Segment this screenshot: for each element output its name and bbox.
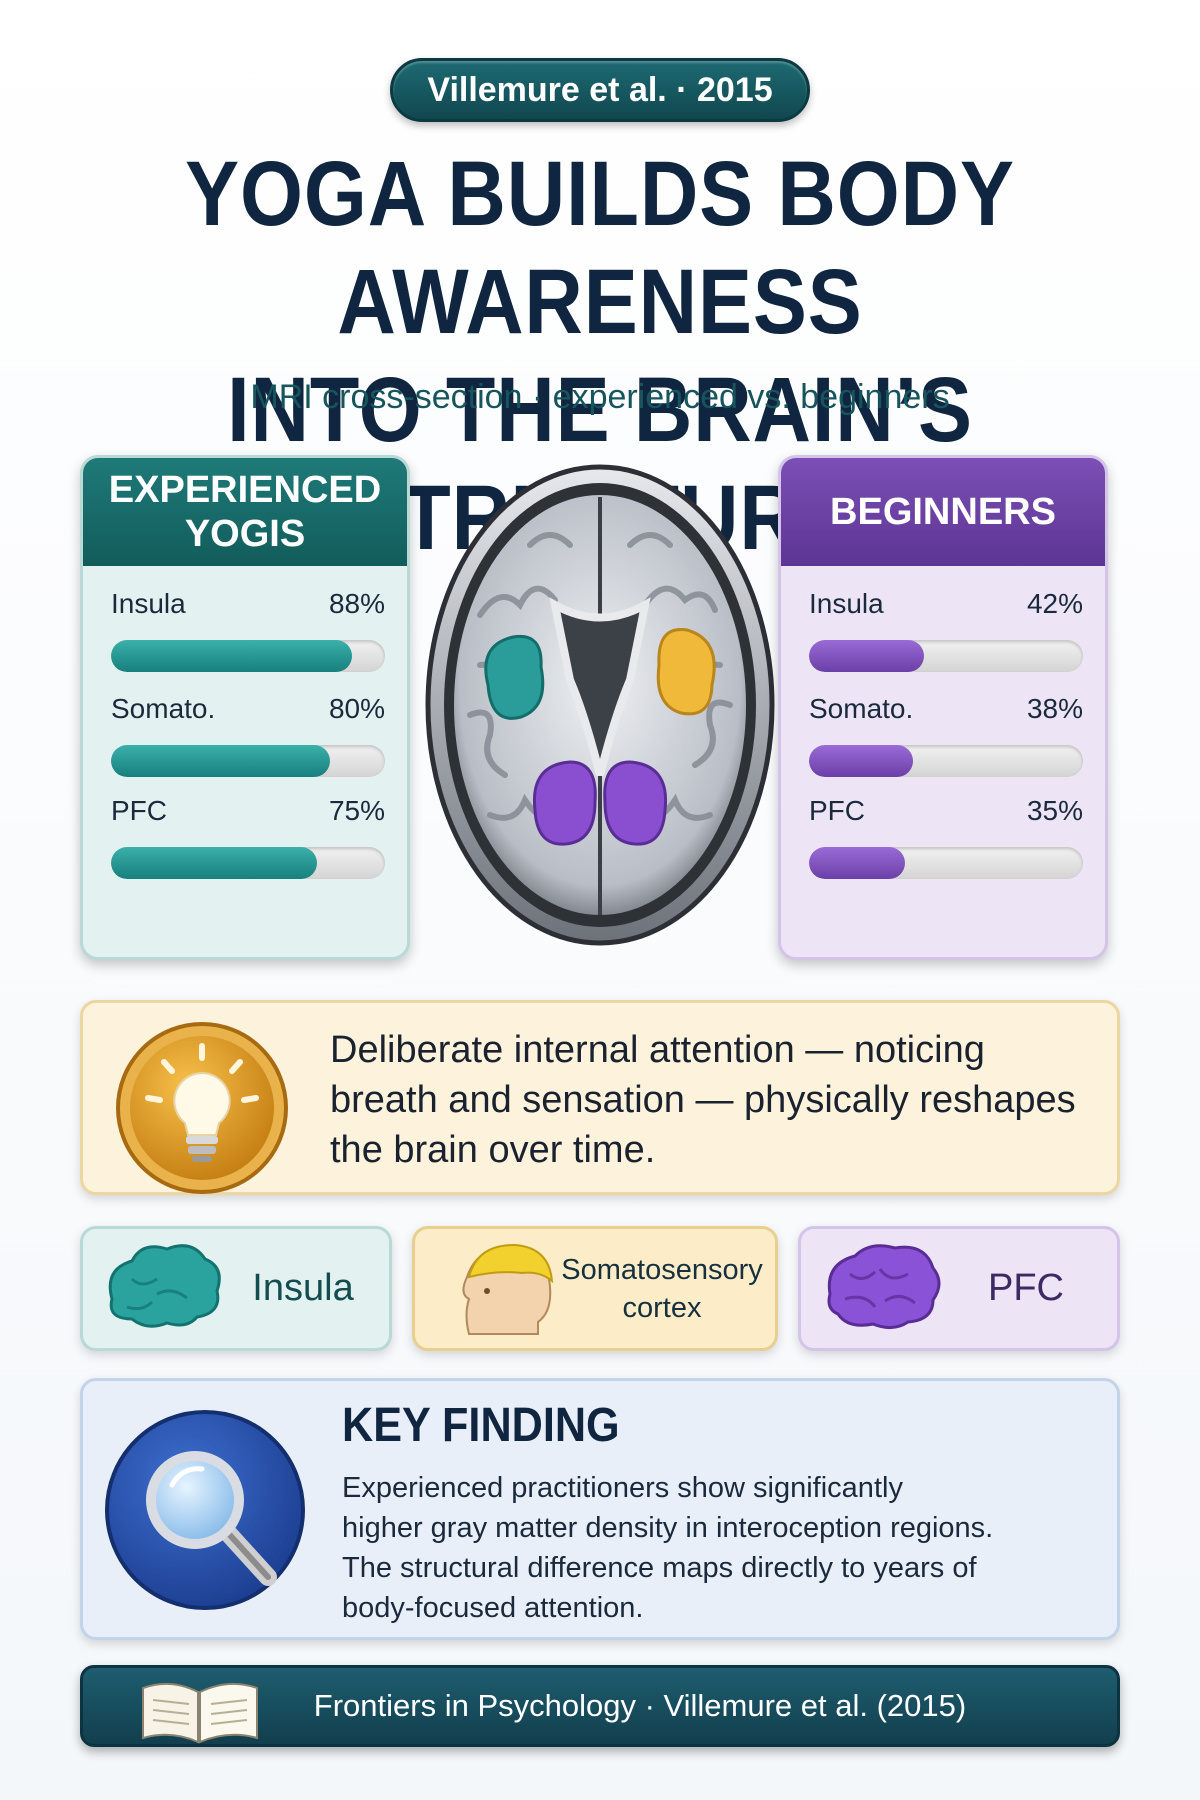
region-chip-somatosensory: Somatosensory cortex xyxy=(412,1226,778,1351)
region-chip-insula: Insula xyxy=(80,1226,392,1351)
open-book-icon xyxy=(142,1682,258,1744)
progress-bar xyxy=(809,640,1083,672)
subtitle: MRI cross-section · experienced vs. begi… xyxy=(250,378,950,416)
beginners-panel: Beginners Insula 42% Somato. 38% PFC 35% xyxy=(778,455,1108,960)
progress-fill xyxy=(809,847,905,879)
progress-bar xyxy=(111,745,385,777)
progress-fill xyxy=(111,745,331,777)
metric-somato: Somato. 80% xyxy=(111,693,385,777)
progress-fill xyxy=(111,847,317,879)
metric-somato: Somato. 38% xyxy=(809,693,1083,777)
progress-fill xyxy=(809,745,914,777)
progress-bar xyxy=(111,640,385,672)
finding-line: The structural difference maps directly … xyxy=(342,1552,977,1584)
head-profile-icon xyxy=(462,1243,554,1335)
footer-citation: Frontiers in Psychology · Villemure et a… xyxy=(313,1688,967,1723)
finding-line: body-focused attention. xyxy=(342,1592,644,1624)
experienced-panel: Experienced yogis Insula 88% Somato. 80%… xyxy=(80,455,410,960)
metric-pfc: PFC 75% xyxy=(111,795,385,879)
metric-label: Insula xyxy=(809,588,884,619)
progress-fill xyxy=(111,640,353,672)
citation-badge: Villemure et al. · 2015 xyxy=(390,58,810,122)
metric-insula: Insula 88% xyxy=(111,588,385,672)
title-line-1: Yoga builds body awareness xyxy=(185,143,1015,353)
mri-brain-icon xyxy=(425,464,775,946)
metric-value: 80% xyxy=(328,693,385,724)
metric-value: 75% xyxy=(328,795,385,826)
metric-label: Somato. xyxy=(809,693,914,724)
key-finding-text: Experienced practitioners show significa… xyxy=(342,1468,1102,1628)
progress-bar xyxy=(809,745,1083,777)
progress-bar xyxy=(809,847,1083,879)
metric-label: Somato. xyxy=(111,693,216,724)
region-label: Insula xyxy=(252,1267,354,1309)
metric-value: 38% xyxy=(1026,693,1083,724)
magnifier-icon xyxy=(105,1410,305,1610)
metric-value: 42% xyxy=(1026,588,1083,619)
beginners-panel-title: Beginners xyxy=(781,458,1105,566)
metric-label: PFC xyxy=(111,795,167,826)
metric-label: Insula xyxy=(111,588,186,619)
metric-label: PFC xyxy=(809,795,865,826)
region-chip-pfc: PFC xyxy=(798,1226,1120,1351)
progress-fill xyxy=(809,640,925,672)
region-label-line-1: Somatosensory xyxy=(561,1253,763,1286)
region-label: Somatosensory cortex xyxy=(559,1251,775,1327)
region-label: PFC xyxy=(988,1267,1064,1309)
metric-value: 88% xyxy=(328,588,385,619)
metric-pfc: PFC 35% xyxy=(809,795,1083,879)
experienced-panel-title: Experienced yogis xyxy=(83,458,407,566)
metric-insula: Insula 42% xyxy=(809,588,1083,672)
insula-brain-icon xyxy=(108,1243,221,1328)
insight-text: Deliberate internal attention — noticing… xyxy=(330,1029,1076,1171)
finding-line: higher gray matter density in interocept… xyxy=(342,1512,994,1544)
key-finding-heading: Key finding xyxy=(342,1399,620,1452)
lightbulb-icon xyxy=(116,1022,288,1194)
region-label-line-2: cortex xyxy=(622,1291,702,1324)
purple-brain-icon xyxy=(827,1243,941,1329)
finding-line: Experienced practitioners show significa… xyxy=(342,1472,903,1504)
metric-value: 35% xyxy=(1026,795,1083,826)
progress-bar xyxy=(111,847,385,879)
